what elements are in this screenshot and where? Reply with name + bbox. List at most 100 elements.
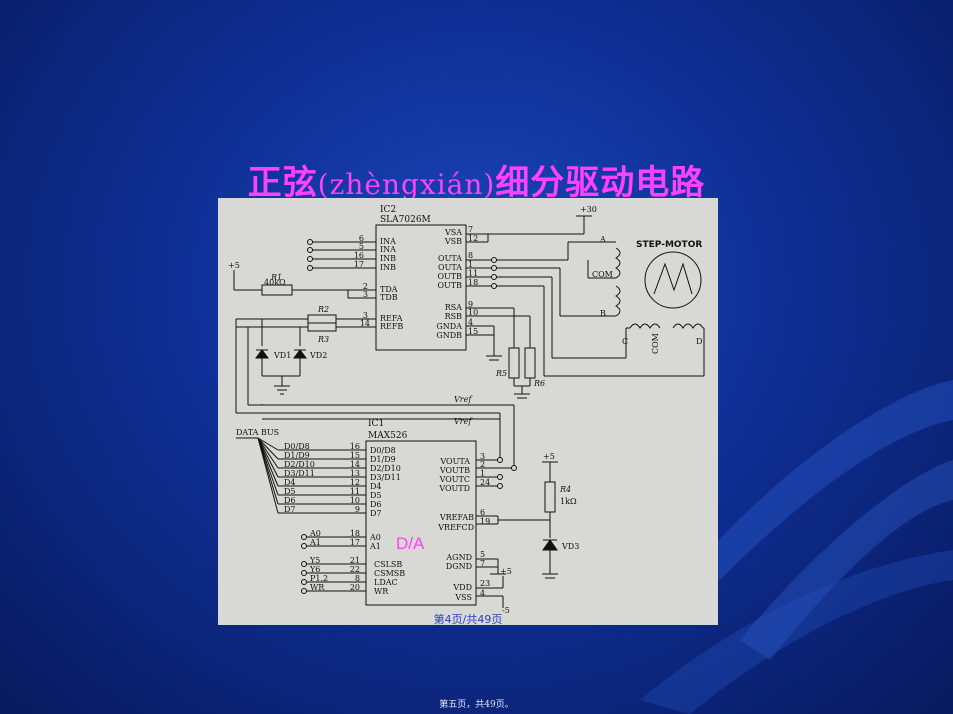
pin-name: AGND bbox=[445, 553, 472, 562]
plus30-label: +30 bbox=[580, 205, 597, 214]
coil-com2-label: COM bbox=[651, 333, 660, 354]
minus5-label: -5 bbox=[502, 606, 510, 615]
pin-name: INA bbox=[380, 245, 396, 254]
pin-name: DGND bbox=[446, 562, 472, 571]
pin-num: 1 bbox=[480, 469, 485, 478]
data-bus-label: DATA BUS bbox=[236, 428, 279, 437]
pin-num: 17 bbox=[354, 260, 364, 269]
r1-value: 40kΩ bbox=[264, 278, 286, 287]
pin-num: 18 bbox=[350, 529, 360, 538]
r5-label: R5 bbox=[495, 369, 507, 378]
plus5-top-label: +5 bbox=[228, 261, 240, 270]
bus-line: D4 bbox=[284, 478, 296, 487]
ic1-ref: IC1 bbox=[368, 419, 384, 429]
pin-name: CSLSB bbox=[374, 560, 402, 569]
ic1-left-pins: 16 D0/D8 D0/D8 15 D1/D9 D1/D9 14 D2/D10 … bbox=[284, 442, 405, 596]
pin-name: VREFCD bbox=[437, 523, 474, 532]
pin-name: REFB bbox=[380, 322, 403, 331]
pin-num: 21 bbox=[350, 556, 360, 565]
bus-line: Y5 bbox=[309, 556, 320, 565]
pin-name: D5 bbox=[370, 491, 382, 500]
pin-name: VSS bbox=[454, 593, 472, 602]
bus-line: D6 bbox=[284, 496, 296, 505]
pin-name: D7 bbox=[370, 509, 382, 518]
pin-name: TDA bbox=[380, 285, 398, 294]
ic2-ref: IC2 bbox=[380, 205, 396, 215]
footer-note: 第五页，共49页。 bbox=[439, 700, 514, 710]
pin-num: 22 bbox=[350, 565, 360, 574]
coil-a-label: A bbox=[599, 235, 606, 244]
schematic-drawing: IC2 SLA7026M IC1 MAX526 6 INA 5 INA 16 I… bbox=[228, 205, 705, 615]
pin-name: TDB bbox=[380, 293, 398, 302]
bus-line: D2/D10 bbox=[284, 460, 315, 469]
ic2-left-pins: 6 INA 5 INA 16 INB 17 INB 2 TDA 3 TDB 3 … bbox=[354, 234, 404, 331]
pin-num: 13 bbox=[350, 469, 360, 478]
slide-title: 正弦(zhèngxián)细分驱动电路 bbox=[0, 155, 953, 204]
ic2-body bbox=[375, 224, 467, 351]
coil-d-label: D bbox=[696, 337, 702, 346]
pin-name: GNDA bbox=[436, 322, 462, 331]
pin-num: 1 bbox=[468, 260, 473, 269]
bus-line: WR bbox=[310, 583, 325, 592]
pin-num: 17 bbox=[350, 538, 360, 547]
bus-line: D7 bbox=[284, 505, 296, 514]
pin-num: 2 bbox=[363, 282, 368, 291]
pin-num: 10 bbox=[350, 496, 360, 505]
bus-line: P1.2 bbox=[310, 574, 328, 583]
pin-num: 14 bbox=[350, 460, 360, 469]
pin-name: D2/D10 bbox=[370, 464, 401, 473]
vd2-label: VD2 bbox=[309, 351, 327, 360]
pin-num: 18 bbox=[468, 278, 478, 287]
pin-name: VOUTB bbox=[439, 466, 470, 475]
pin-num: 12 bbox=[350, 478, 360, 487]
pin-num: 10 bbox=[468, 308, 478, 317]
pin-num: 19 bbox=[480, 517, 490, 526]
pin-name: VOUTC bbox=[439, 475, 470, 484]
pin-num: 5 bbox=[359, 242, 364, 251]
step-motor-label: STEP-MOTOR bbox=[636, 240, 702, 250]
pin-name: OUTB bbox=[437, 281, 462, 290]
ic1-body bbox=[365, 440, 477, 606]
pin-num: 11 bbox=[468, 269, 478, 278]
pin-num: 14 bbox=[360, 319, 370, 328]
pin-num: 16 bbox=[354, 251, 364, 260]
pin-name: OUTA bbox=[438, 263, 462, 272]
pin-name: D3/D11 bbox=[370, 473, 401, 482]
r6-label: R6 bbox=[533, 379, 545, 388]
ic2-right-pins: VSA 7 VSB 12 OUTA 8 OUTA 1 OUTB 11 OUTB … bbox=[436, 225, 478, 340]
title-cn-2: 细分驱动电路 bbox=[495, 163, 706, 203]
pin-name: OUTB bbox=[437, 272, 462, 281]
coil-c-label: C bbox=[622, 337, 628, 346]
pin-num: 15 bbox=[468, 327, 478, 336]
pin-num: 5 bbox=[480, 550, 485, 559]
vref2-label: Vref bbox=[454, 417, 473, 426]
bus-line: D0/D8 bbox=[284, 442, 310, 451]
pin-num: 8 bbox=[468, 251, 473, 260]
circuit-schematic: IC2 SLA7026M IC1 MAX526 6 INA 5 INA 16 I… bbox=[218, 198, 718, 626]
pin-num: 8 bbox=[355, 574, 360, 583]
ic1-part: MAX526 bbox=[368, 431, 408, 441]
bus-line: D3/D11 bbox=[284, 469, 315, 478]
pin-name: A1 bbox=[369, 542, 381, 551]
pin-num: 3 bbox=[363, 311, 368, 320]
pin-name: VOUTA bbox=[439, 457, 470, 466]
pin-name: D6 bbox=[370, 500, 382, 509]
pin-num: 6 bbox=[480, 508, 485, 517]
coil-b-label: B bbox=[600, 309, 606, 318]
pin-name: GNDB bbox=[436, 331, 462, 340]
pin-name: WR bbox=[374, 587, 389, 596]
da-annotation: D/A bbox=[396, 534, 425, 553]
pin-name: RSB bbox=[445, 312, 463, 321]
pin-num: 3 bbox=[480, 452, 485, 461]
bus-line: Y6 bbox=[309, 565, 320, 574]
pin-num: 7 bbox=[468, 225, 473, 234]
r3-label: R3 bbox=[317, 335, 329, 344]
pin-num: 11 bbox=[350, 487, 360, 496]
pin-name: LDAC bbox=[374, 578, 398, 587]
bus-line: A0 bbox=[309, 529, 321, 538]
pin-name: OUTA bbox=[438, 254, 462, 263]
pin-num: 2 bbox=[480, 460, 485, 469]
ic1-right-pins: VOUTA 3 VOUTB 2 VOUTC 1 VOUTD 24 VREFAB … bbox=[437, 452, 490, 602]
pin-num: 20 bbox=[350, 583, 360, 592]
